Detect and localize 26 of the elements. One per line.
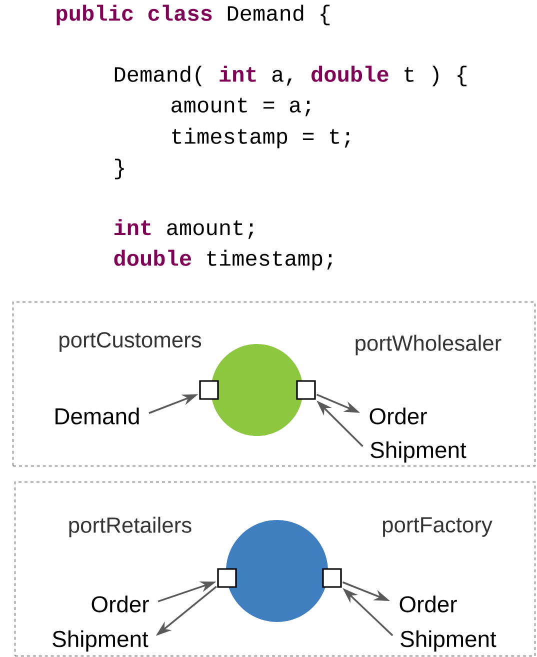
flow-label: Shipment xyxy=(370,441,466,463)
port-square xyxy=(199,380,219,400)
code-line: Demand( int a, double t ) { xyxy=(114,66,467,86)
port-square xyxy=(296,380,316,400)
port-square xyxy=(217,568,237,588)
code-line: public class Demand { xyxy=(56,4,330,26)
code-line: double timestamp; xyxy=(114,250,332,270)
agent-circle xyxy=(211,344,303,436)
dashed-panel xyxy=(12,302,536,466)
code-line: int amount; xyxy=(114,219,254,239)
flow-label: Order xyxy=(400,596,457,612)
port-square xyxy=(322,568,342,588)
flow-label: Shipment xyxy=(400,630,496,652)
flow-label: Demand xyxy=(56,408,139,424)
code-line: timestamp = t; xyxy=(172,128,350,148)
flow-label: Order xyxy=(370,408,427,424)
code-line: } xyxy=(114,158,124,180)
port-label: portCustomers xyxy=(60,332,202,352)
port-label: portRetailers xyxy=(69,516,192,538)
dashed-panel xyxy=(14,482,536,656)
code-line: amount = a; xyxy=(172,98,310,116)
port-label: portWholesaler xyxy=(356,334,502,356)
port-label: portFactory xyxy=(382,517,492,537)
flow-label: Shipment xyxy=(52,630,148,652)
agent-circle xyxy=(226,520,328,622)
flow-label: Order xyxy=(92,596,149,612)
